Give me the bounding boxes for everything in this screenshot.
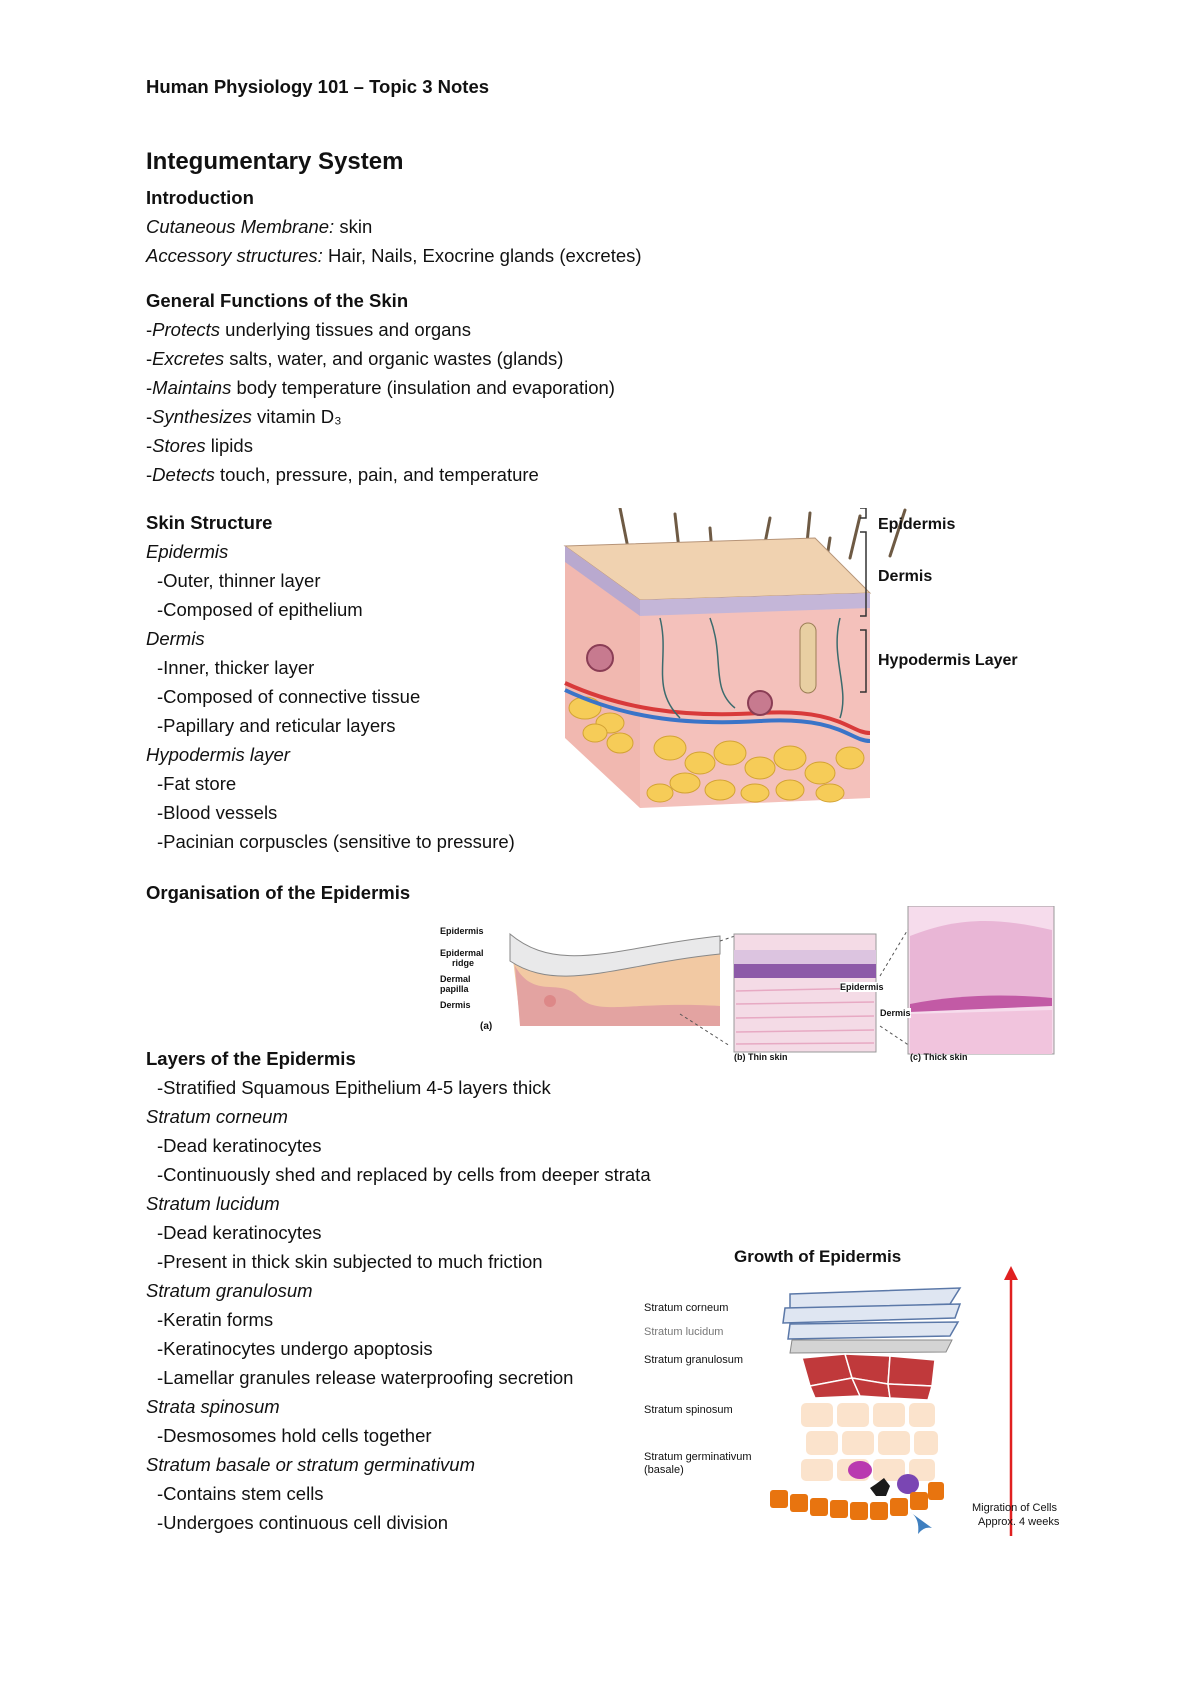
page-title: Integumentary System <box>146 148 404 175</box>
intro-term-2: Accessory structures: <box>146 245 323 266</box>
layer-point: -Continuously shed and replaced by cells… <box>157 1164 651 1185</box>
figure-label-dermis: Dermis <box>878 568 933 585</box>
function-item: -Maintains body temperature (insulation … <box>146 377 615 398</box>
function-text: touch, pressure, pain, and temperature <box>214 464 539 485</box>
intro-heading: Introduction <box>146 187 254 208</box>
layer-point: -Lamellar granules release waterproofing… <box>157 1367 574 1388</box>
hypodermis-point: -Pacinian corpuscles (sensitive to press… <box>157 831 515 852</box>
function-verb: Protects <box>152 319 221 340</box>
org-label-papilla-2: papilla <box>440 984 469 994</box>
function-item: -Excretes salts, water, and organic wast… <box>146 348 564 369</box>
growth-illustration <box>770 1266 1018 1536</box>
growth-figure: Growth of Epidermis <box>640 1246 1100 1536</box>
intro-rest-1: skin <box>334 216 373 237</box>
hypodermis-point: -Fat store <box>157 773 237 794</box>
growth-label-migration: Migration of Cells <box>972 1502 1057 1514</box>
epidermis-sections-illustration <box>509 905 1055 1055</box>
epidermis-term: Epidermis <box>146 541 229 562</box>
layer-point: -Keratin forms <box>157 1309 274 1330</box>
epidermis-point: -Outer, thinner layer <box>157 570 321 591</box>
layer-spinosum: Strata spinosum <box>146 1396 280 1417</box>
function-item: -Stores lipids <box>146 435 253 456</box>
growth-label-germinativum: Stratum germinativum <box>644 1451 752 1463</box>
org-label-epidermis: Epidermis <box>440 926 484 936</box>
intro-rest-2: Hair, Nails, Exocrine glands (excretes) <box>322 245 642 266</box>
function-text: underlying tissues and organs <box>220 319 471 340</box>
function-verb: Synthesizes <box>152 406 252 427</box>
function-text: vitamin D₃ <box>251 406 342 427</box>
functions-heading: General Functions of the Skin <box>146 290 409 311</box>
org-label-ridge-1: Epidermal <box>440 948 484 958</box>
layer-point: -Dead keratinocytes <box>157 1222 322 1243</box>
layer-point: -Contains stem cells <box>157 1483 324 1504</box>
org-label-b-dermis: Dermis <box>880 1008 911 1018</box>
growth-title: Growth of Epidermis <box>734 1247 902 1266</box>
dermis-point: -Composed of connective tissue <box>157 686 421 707</box>
org-label-papilla-1: Dermal <box>440 974 471 984</box>
function-item: -Synthesizes vitamin D₃ <box>146 406 342 427</box>
function-item: -Detects touch, pressure, pain, and temp… <box>146 464 539 485</box>
layer-corneum: Stratum corneum <box>146 1106 288 1127</box>
layers-intro: -Stratified Squamous Epithelium 4-5 laye… <box>157 1077 551 1098</box>
function-item: -Protects underlying tissues and organs <box>146 319 471 340</box>
function-text: body temperature (insulation and evapora… <box>231 377 615 398</box>
growth-label-basale: (basale) <box>644 1464 684 1476</box>
layer-granulosum: Stratum granulosum <box>146 1280 313 1301</box>
layer-basale: Stratum basale or stratum germinativum <box>146 1454 476 1475</box>
growth-label-corneum: Stratum corneum <box>644 1302 729 1314</box>
function-verb: Maintains <box>152 377 232 398</box>
dermis-point: -Inner, thicker layer <box>157 657 315 678</box>
skin-block-illustration <box>563 506 907 808</box>
org-label-b: (b) Thin skin <box>734 1052 788 1062</box>
function-text: salts, water, and organic wastes (glands… <box>224 348 564 369</box>
layer-point: -Keratinocytes undergo apoptosis <box>157 1338 433 1359</box>
layer-point: -Undergoes continuous cell division <box>157 1512 449 1533</box>
hypodermis-term: Hypodermis layer <box>146 744 290 765</box>
org-label-b-epidermis: Epidermis <box>840 982 884 992</box>
layer-lucidum: Stratum lucidum <box>146 1193 280 1214</box>
intro-line-2: Accessory structures: Hair, Nails, Exocr… <box>146 245 642 267</box>
growth-label-duration: Approx. 4 weeks <box>978 1516 1060 1528</box>
growth-label-lucidum: Stratum lucidum <box>644 1326 724 1338</box>
figure-label-hypodermis: Hypodermis Layer <box>878 652 1018 669</box>
org-label-dermis: Dermis <box>440 1000 471 1010</box>
intro-term-1: Cutaneous Membrane: <box>146 216 335 237</box>
layer-point: -Dead keratinocytes <box>157 1135 322 1156</box>
org-label-c: (c) Thick skin <box>910 1052 968 1062</box>
org-label-ridge-2: ridge <box>452 958 475 968</box>
structure-heading: Skin Structure <box>146 512 273 533</box>
growth-label-granulosum: Stratum granulosum <box>644 1354 744 1366</box>
dermis-point: -Papillary and reticular layers <box>157 715 396 736</box>
org-label-a: (a) <box>480 1021 493 1032</box>
page-header: Human Physiology 101 – Topic 3 Notes <box>146 76 490 97</box>
function-text: lipids <box>205 435 253 456</box>
function-verb: Stores <box>152 435 206 456</box>
epidermis-point: -Composed of epithelium <box>157 599 363 620</box>
layers-heading: Layers of the Epidermis <box>146 1048 356 1069</box>
hypodermis-point: -Blood vessels <box>157 802 278 823</box>
figure-label-epidermis: Epidermis <box>878 516 956 533</box>
epidermis-organisation-figure: Epidermis Epidermal ridge Dermal papilla… <box>440 905 1060 1062</box>
layer-point: -Desmosomes hold cells together <box>157 1425 432 1446</box>
dermis-term: Dermis <box>146 628 205 649</box>
function-verb: Detects <box>152 464 215 485</box>
organisation-heading: Organisation of the Epidermis <box>146 882 411 903</box>
intro-line-1: Cutaneous Membrane: skin <box>146 216 372 238</box>
skin-structure-figure: Epidermis Dermis Hypodermis Layer <box>560 506 1080 828</box>
layer-point: -Present in thick skin subjected to much… <box>157 1251 543 1272</box>
function-verb: Excretes <box>152 348 225 369</box>
growth-label-spinosum: Stratum spinosum <box>644 1404 733 1416</box>
